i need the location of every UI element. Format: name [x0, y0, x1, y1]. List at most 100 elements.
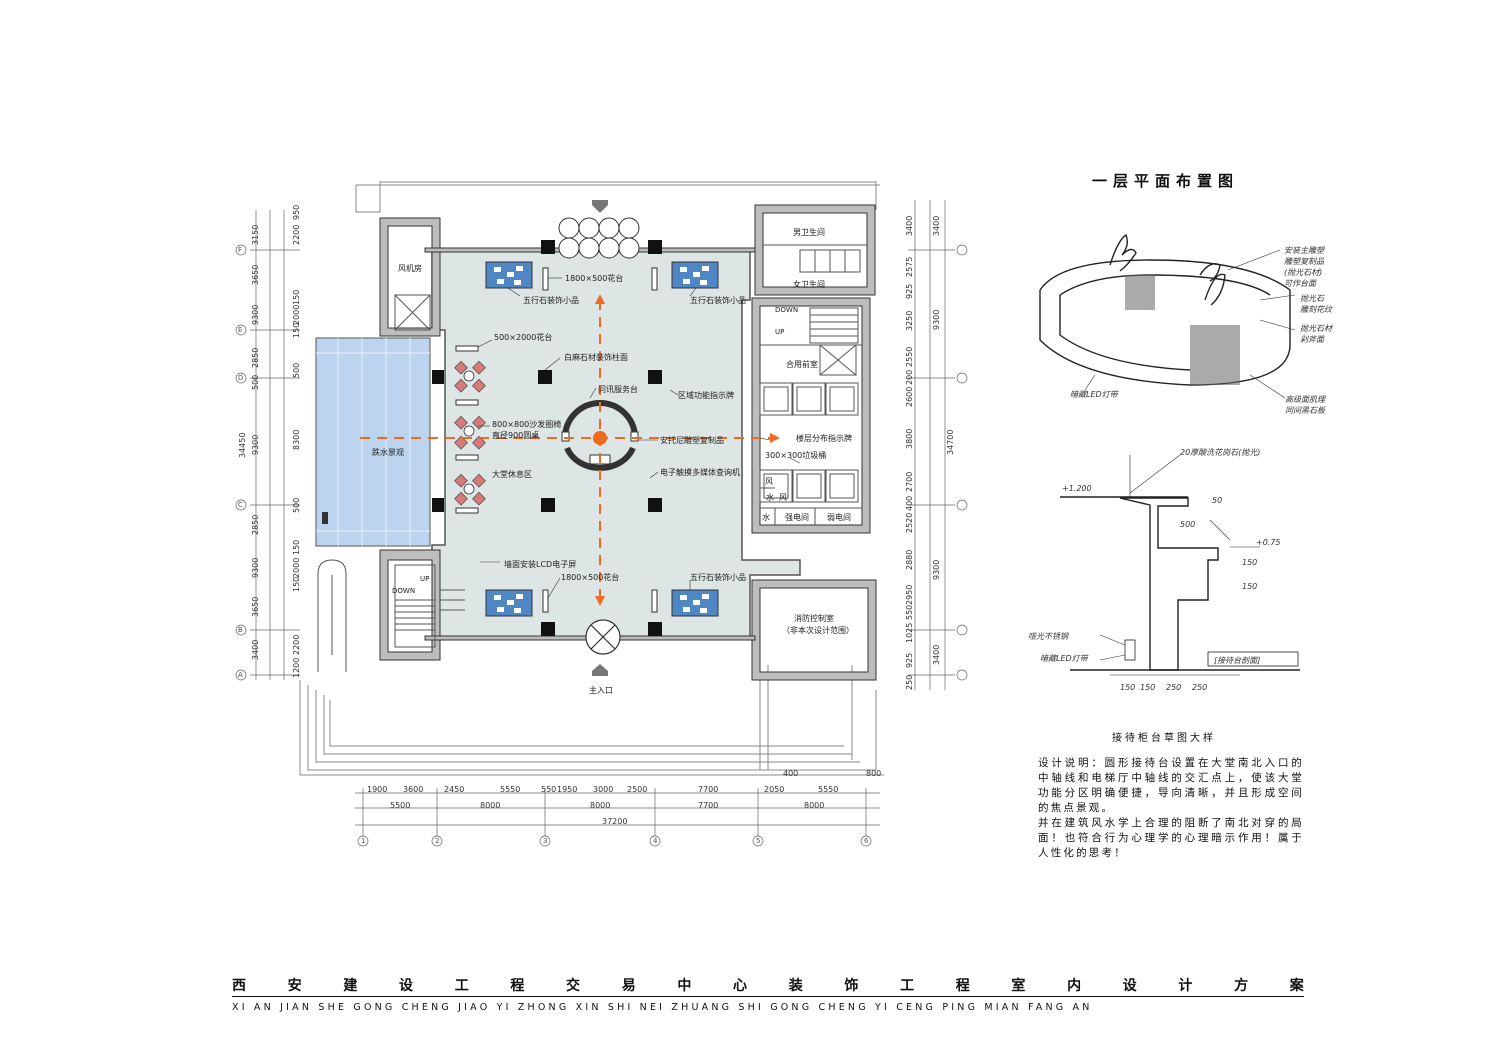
sketch-texture — [1125, 275, 1240, 385]
grid-row-a: A — [238, 671, 243, 679]
section-bottom-dim-4: 250 — [1192, 683, 1208, 692]
antoni-statue-label: 安托尼雕塑复制品 — [660, 436, 724, 445]
right-dim-inner-8: 2700 — [905, 471, 914, 492]
main-entrance-label: 主入口 — [589, 686, 613, 695]
sketch-note-6: 雕刻花纹 — [1300, 305, 1332, 314]
right-dim-inner-3: 3250 — [905, 310, 914, 331]
grid-col-1: 1 — [361, 837, 366, 845]
section-caption: [接待台剖面] — [1214, 656, 1261, 665]
sketch-note-2: 雕塑复制品 — [1284, 257, 1324, 266]
marble-column-label: 白麻石材装饰柱面 — [564, 353, 628, 362]
left-dim-inner-2: 150 — [292, 289, 301, 305]
sofa-groups — [454, 360, 486, 506]
bottom-dim-5: 1950 — [557, 785, 578, 794]
left-dim-outer-4: 500 — [251, 374, 260, 390]
grid-col-4: 4 — [653, 837, 658, 845]
section-dim-500: 500 — [1180, 520, 1196, 529]
round-tables — [463, 370, 475, 495]
left-dim-outer-total: 34450 — [238, 432, 247, 458]
sketch-note-3: (抛光石材) — [1284, 268, 1323, 277]
sketch-note-8: 剁斧面 — [1300, 335, 1324, 344]
touch-kiosk-label: 电子触摸多媒体查询机 — [660, 468, 740, 477]
section-bottom-dim-3: 250 — [1166, 683, 1182, 692]
right-dim-inner-11: 2880 — [905, 549, 914, 570]
planter-bottom-label: 1800×500花台 — [561, 573, 620, 582]
stone-decor-tl-label: 五行石装饰小品 — [523, 296, 579, 305]
left-dim-outer-1: 3650 — [251, 264, 260, 285]
reception-section-sketch — [1060, 455, 1300, 676]
right-dim-inner-10: 2520 — [905, 512, 914, 533]
power-room-label: 强电间 — [785, 513, 809, 522]
section-level-2: +0.75 — [1256, 538, 1281, 547]
right-dim-inner-12: 2950 — [905, 584, 914, 605]
reception-sketch-3d — [1039, 233, 1291, 386]
right-dim-inner-7: 3800 — [905, 428, 914, 449]
stone-decor — [485, 261, 719, 617]
footer-char: 工 — [454, 978, 469, 994]
section-level-1: +1.200 — [1062, 484, 1092, 493]
section-leaders — [1099, 454, 1231, 661]
round-table-label: 直径900圆桌 — [492, 431, 540, 440]
sketch-note-10: 高级面肌理 — [1285, 395, 1325, 404]
bottom-dim2-1: 8000 — [480, 801, 501, 810]
fan-room-label: 风机房 — [398, 264, 422, 273]
left-dim-inner-11: 2200 — [292, 634, 301, 655]
left-dim-inner-10: 150 — [292, 576, 301, 592]
down-label-1: DOWN — [775, 306, 799, 314]
right-dim-inner-9: 400 — [905, 495, 914, 511]
down-label-2: DOWN — [392, 587, 416, 595]
dimension-lines — [250, 200, 955, 840]
fire-note-label: （非本次设计范围） — [782, 626, 854, 635]
mens-wc-label: 男卫生间 — [793, 228, 825, 237]
bottom-dim-9: 2050 — [764, 785, 785, 794]
lounge-label: 大堂休息区 — [492, 470, 532, 479]
section-dim-50: 50 — [1212, 496, 1223, 505]
footer-char: 工 — [900, 978, 915, 994]
bottom-dim-1: 3600 — [403, 785, 424, 794]
footer-char: 内 — [1067, 978, 1082, 994]
entrance-doors-top — [558, 217, 640, 259]
bottom-dim-3: 5550 — [500, 785, 521, 794]
trash-bin-label: 300×300垃圾桶 — [765, 451, 827, 460]
footer-char: 案 — [1289, 978, 1304, 994]
bottom-dim2-0: 5500 — [390, 801, 411, 810]
right-dim-inner-13: 550 — [905, 604, 914, 620]
footer-char: 交 — [566, 978, 581, 994]
bottom-dim-6: 3000 — [593, 785, 614, 794]
columns — [432, 240, 662, 636]
bottom-dim-7: 2500 — [627, 785, 648, 794]
bottom-dim-extra-400: 400 — [783, 769, 799, 778]
left-dim-inner-5: 500 — [292, 362, 301, 378]
left-dim-outer-9: 3650 — [251, 596, 260, 617]
section-bottom-dim-2: 150 — [1140, 683, 1156, 692]
water-feature-label: 跌水景观 — [372, 448, 404, 457]
bottom-dim-total: 37200 — [602, 817, 628, 826]
bottom-dim-0: 1900 — [367, 785, 388, 794]
footer-char: 程 — [955, 978, 970, 994]
page-title: 一层平面布置图 — [1092, 172, 1240, 190]
bottom-dim-8: 7700 — [698, 785, 719, 794]
entrance-arrow-top — [592, 200, 608, 213]
footer-char: 建 — [343, 978, 358, 994]
footer-char: 饰 — [844, 978, 859, 994]
left-dim-inner-8: 150 — [292, 539, 301, 555]
section-note-steel: 哑光不锈钢 — [1028, 632, 1068, 641]
right-dim-outer-3: 9300 — [932, 559, 941, 580]
left-dim-inner-12: 1200 — [292, 657, 301, 678]
up-label-1: UP — [775, 328, 785, 336]
sofa-label: 800×800沙发圈椅 — [492, 420, 562, 429]
left-dim-inner-6: 8300 — [292, 429, 301, 450]
right-dim-outer-0: 3400 — [932, 215, 941, 236]
footer-char: 室 — [1011, 978, 1026, 994]
right-dim-inner-0: 3400 — [905, 215, 914, 236]
left-dim-outer-3: 2850 — [251, 347, 260, 368]
sketch-note-9: 暗藏LED灯带 — [1070, 390, 1118, 399]
grid-row-d: D — [238, 374, 244, 382]
right-dim-outer-total: 34700 — [946, 429, 955, 455]
grid-col-2: 2 — [435, 837, 440, 845]
grid-col-5: 5 — [756, 837, 761, 845]
grid-row-f: F — [238, 246, 243, 254]
left-dim-inner-0: 950 — [292, 204, 301, 220]
footer-char: 安 — [287, 978, 302, 994]
